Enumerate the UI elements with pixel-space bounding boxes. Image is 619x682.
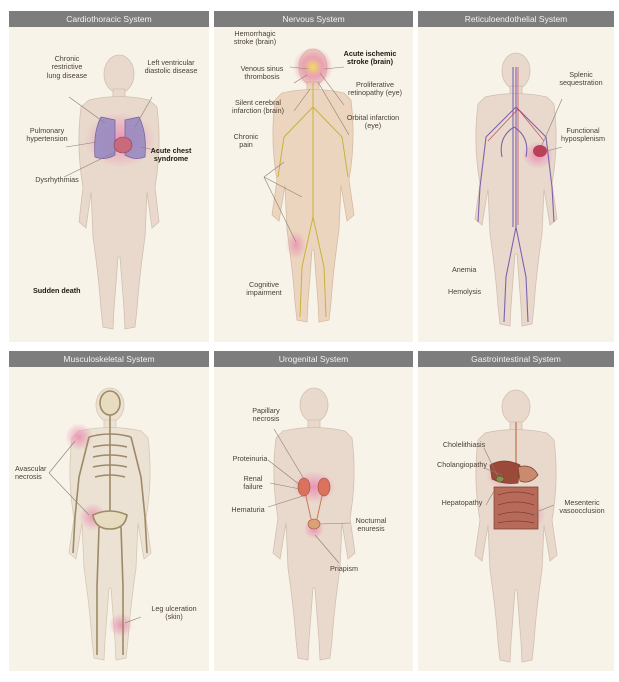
digestive-organs — [490, 461, 538, 529]
panel-title: Gastrointestinal System — [418, 351, 614, 367]
bladder — [308, 519, 320, 529]
panel-musculoskeletal: Musculoskeletal System — [9, 351, 209, 671]
label-dysrhythmias: Dysrhythmias — [29, 176, 85, 184]
human-figure-musculoskeletal — [9, 367, 209, 671]
label-silent-cerebral-infarction: Silent cerebral infarction (brain) — [224, 99, 292, 116]
label-proliferative-retinopathy: Proliferative retinopathy (eye) — [342, 81, 408, 98]
label-cholangiopathy: Cholangiopathy — [430, 461, 494, 469]
panel-title: Cardiothoracic System — [9, 11, 209, 27]
human-figure-gastrointestinal — [418, 367, 614, 671]
label-cognitive-impairment: Cognitive impairment — [236, 281, 292, 298]
label-orbital-infarction: Orbital infarction (eye) — [340, 114, 406, 131]
label-hemolysis: Hemolysis — [448, 288, 492, 296]
label-avascular-necrosis: Avascular necrosis — [15, 465, 63, 482]
label-nocturnal-enuresis: Nocturnal enuresis — [346, 517, 396, 534]
label-renal-failure: Renal failure — [232, 475, 274, 492]
label-chronic-restrictive-lung-disease: Chronic restrictive lung disease — [39, 55, 95, 80]
panel-title: Urogenital System — [214, 351, 413, 367]
label-mesenteric-vasoocclusion: Mesenteric vasoocclusion — [552, 499, 612, 516]
label-hematuria: Hematuria — [222, 506, 274, 514]
panel-title: Nervous System — [214, 11, 413, 27]
panel-title: Reticuloendothelial System — [418, 11, 614, 27]
label-leg-ulceration: Leg ulceration (skin) — [143, 605, 205, 622]
panel-title: Musculoskeletal System — [9, 351, 209, 367]
label-papillary-necrosis: Papillary necrosis — [238, 407, 294, 424]
label-acute-chest-syndrome: Acute chest syndrome — [143, 147, 199, 164]
label-hemorrhagic-stroke: Hemorrhagic stroke (brain) — [224, 30, 286, 47]
panel-reticuloendothelial: Reticuloendothelial System — [418, 11, 614, 342]
label-hepatopathy: Hepatopathy — [434, 499, 490, 507]
label-priapism: Priapism — [322, 565, 366, 573]
label-cholelithiasis: Cholelithiasis — [434, 441, 494, 449]
label-pulmonary-hypertension: Pulmonary hypertension — [21, 127, 73, 144]
spleen — [533, 145, 547, 157]
label-chronic-pain: Chronic pain — [228, 133, 264, 150]
panel-urogenital: Urogenital System Papillary n — [214, 351, 413, 671]
panel-nervous: Nervous System — [214, 11, 413, 342]
panel-gastrointestinal: Gastrointestinal System Cholelithiasis C… — [418, 351, 614, 671]
panel-cardiothoracic: Cardiothoracic System Chronic restrictiv… — [9, 11, 209, 342]
label-functional-hyposplenism: Functional hyposplenism — [554, 127, 612, 144]
label-sudden-death: Sudden death — [33, 287, 113, 295]
label-splenic-sequestration: Splenic sequestration — [550, 71, 612, 88]
label-proteinuria: Proteinuria — [222, 455, 278, 463]
heart — [114, 137, 132, 153]
label-lv-diastolic-disease: Left ventricular diastolic disease — [137, 59, 205, 76]
label-anemia: Anemia — [452, 266, 492, 274]
label-acute-ischemic-stroke: Acute ischemic stroke (brain) — [338, 50, 402, 67]
label-venous-sinus-thrombosis: Venous sinus thrombosis — [232, 65, 292, 82]
